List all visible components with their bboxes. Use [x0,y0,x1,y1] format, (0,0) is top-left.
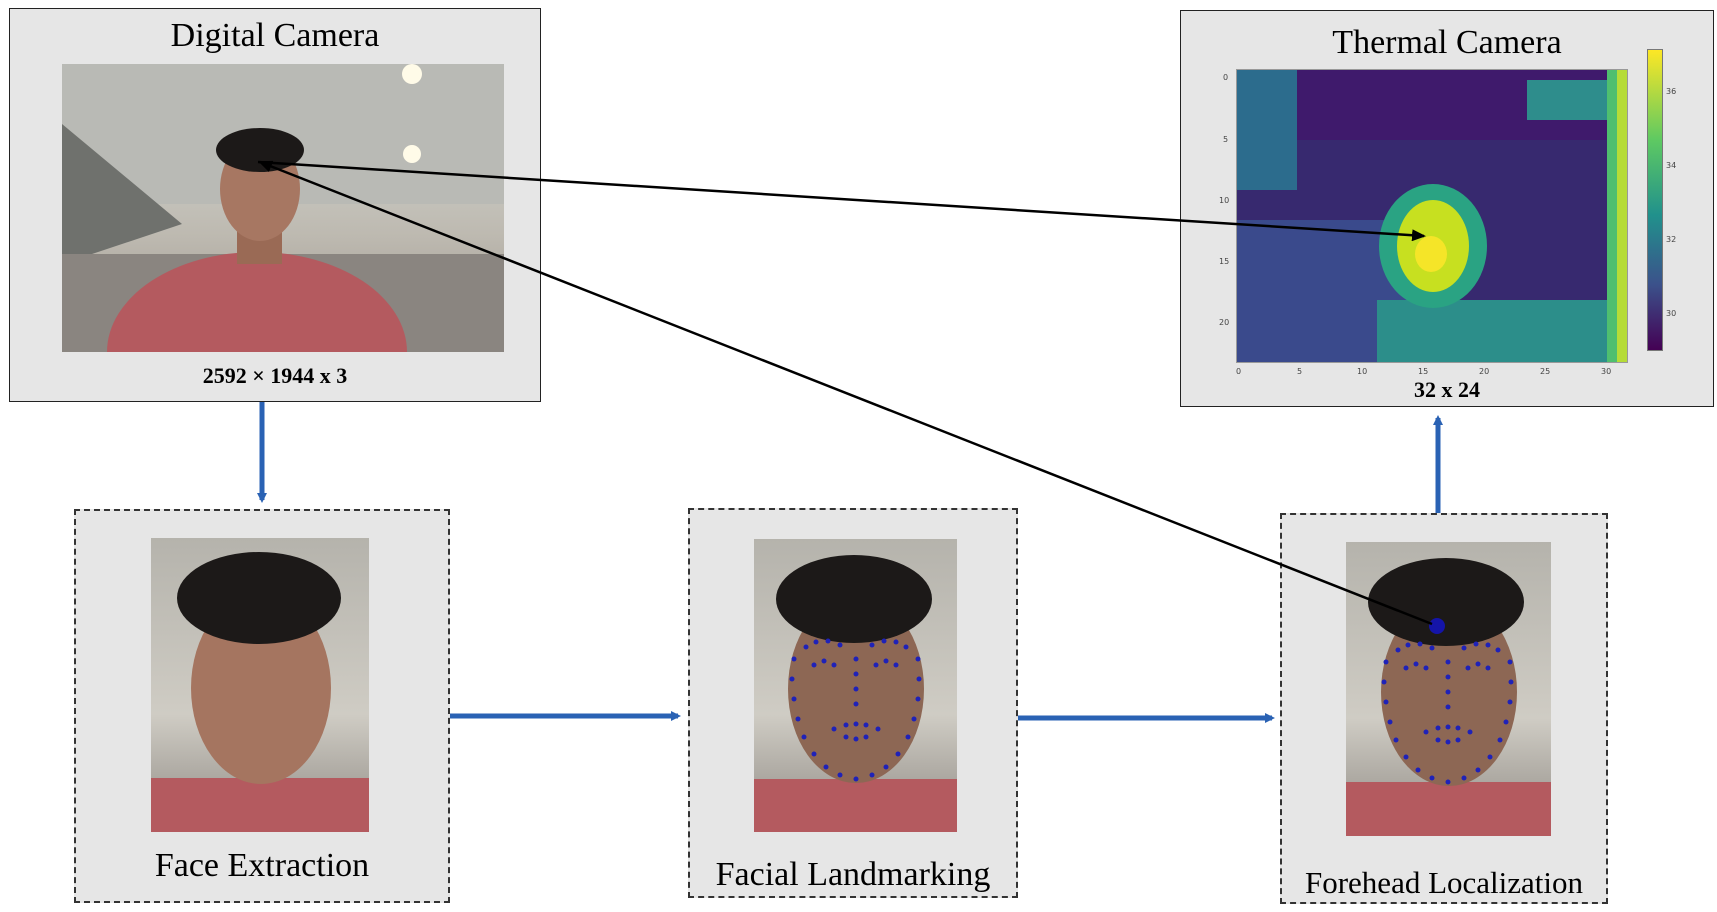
y-tick-0: 0 [1223,73,1229,82]
colorbar-tick-30: 30 [1666,309,1677,318]
face-extraction-label: Face Extraction [154,847,370,884]
x-tick-20: 20 [1479,367,1490,376]
thermal-colorbar [1647,49,1663,351]
y-tick-5: 5 [1223,135,1229,144]
colorbar-tick-32: 32 [1666,235,1677,244]
forehead-localization-photo [1346,542,1551,836]
face-extraction-photo [151,538,369,832]
x-tick-0: 0 [1236,367,1242,376]
x-tick-10: 10 [1357,367,1368,376]
y-tick-10: 10 [1219,196,1230,205]
facial-landmarking-label: Facial Landmarking [715,856,991,893]
face-crop-graphic [151,552,369,832]
colorbar-tick-34: 34 [1666,161,1677,170]
forehead-localization-panel: Forehead Localization [1280,513,1608,904]
digital-camera-title: Digital Camera [170,17,380,54]
x-tick-5: 5 [1297,367,1303,376]
facial-landmarking-panel: Facial Landmarking [688,508,1018,898]
landmark-face-graphic [754,555,957,832]
thermal-camera-resolution: 32 x 24 [1414,377,1480,402]
digital-camera-resolution: 2592 × 1944 x 3 [202,363,348,388]
arrow-thermal-hotspot-pointer [257,160,1426,242]
x-tick-30: 30 [1601,367,1612,376]
forehead-face-graphic [1346,558,1551,836]
y-tick-15: 15 [1219,257,1230,266]
x-tick-25: 25 [1540,367,1551,376]
thermal-heatmap-graphic [1237,70,1627,362]
person-photo [62,64,504,352]
facial-landmarking-photo [754,539,957,832]
forehead-point [1429,618,1445,634]
arrow-forehead-to-face-pointer [258,160,1433,626]
y-tick-20: 20 [1219,318,1230,327]
thermal-heatmap [1236,69,1628,363]
thermal-camera-title: Thermal Camera [1332,24,1562,61]
x-tick-15: 15 [1418,367,1429,376]
face-extraction-panel: Face Extraction [74,509,450,903]
digital-camera-photo [62,64,504,352]
forehead-localization-label: Forehead Localization [1304,865,1584,900]
digital-camera-panel: Digital Camera 2592 × 1944 x 3 [9,8,541,402]
thermal-camera-panel: Thermal Camera 36 34 32 30 0 5 10 15 20 … [1180,10,1714,407]
colorbar-tick-36: 36 [1666,87,1677,96]
